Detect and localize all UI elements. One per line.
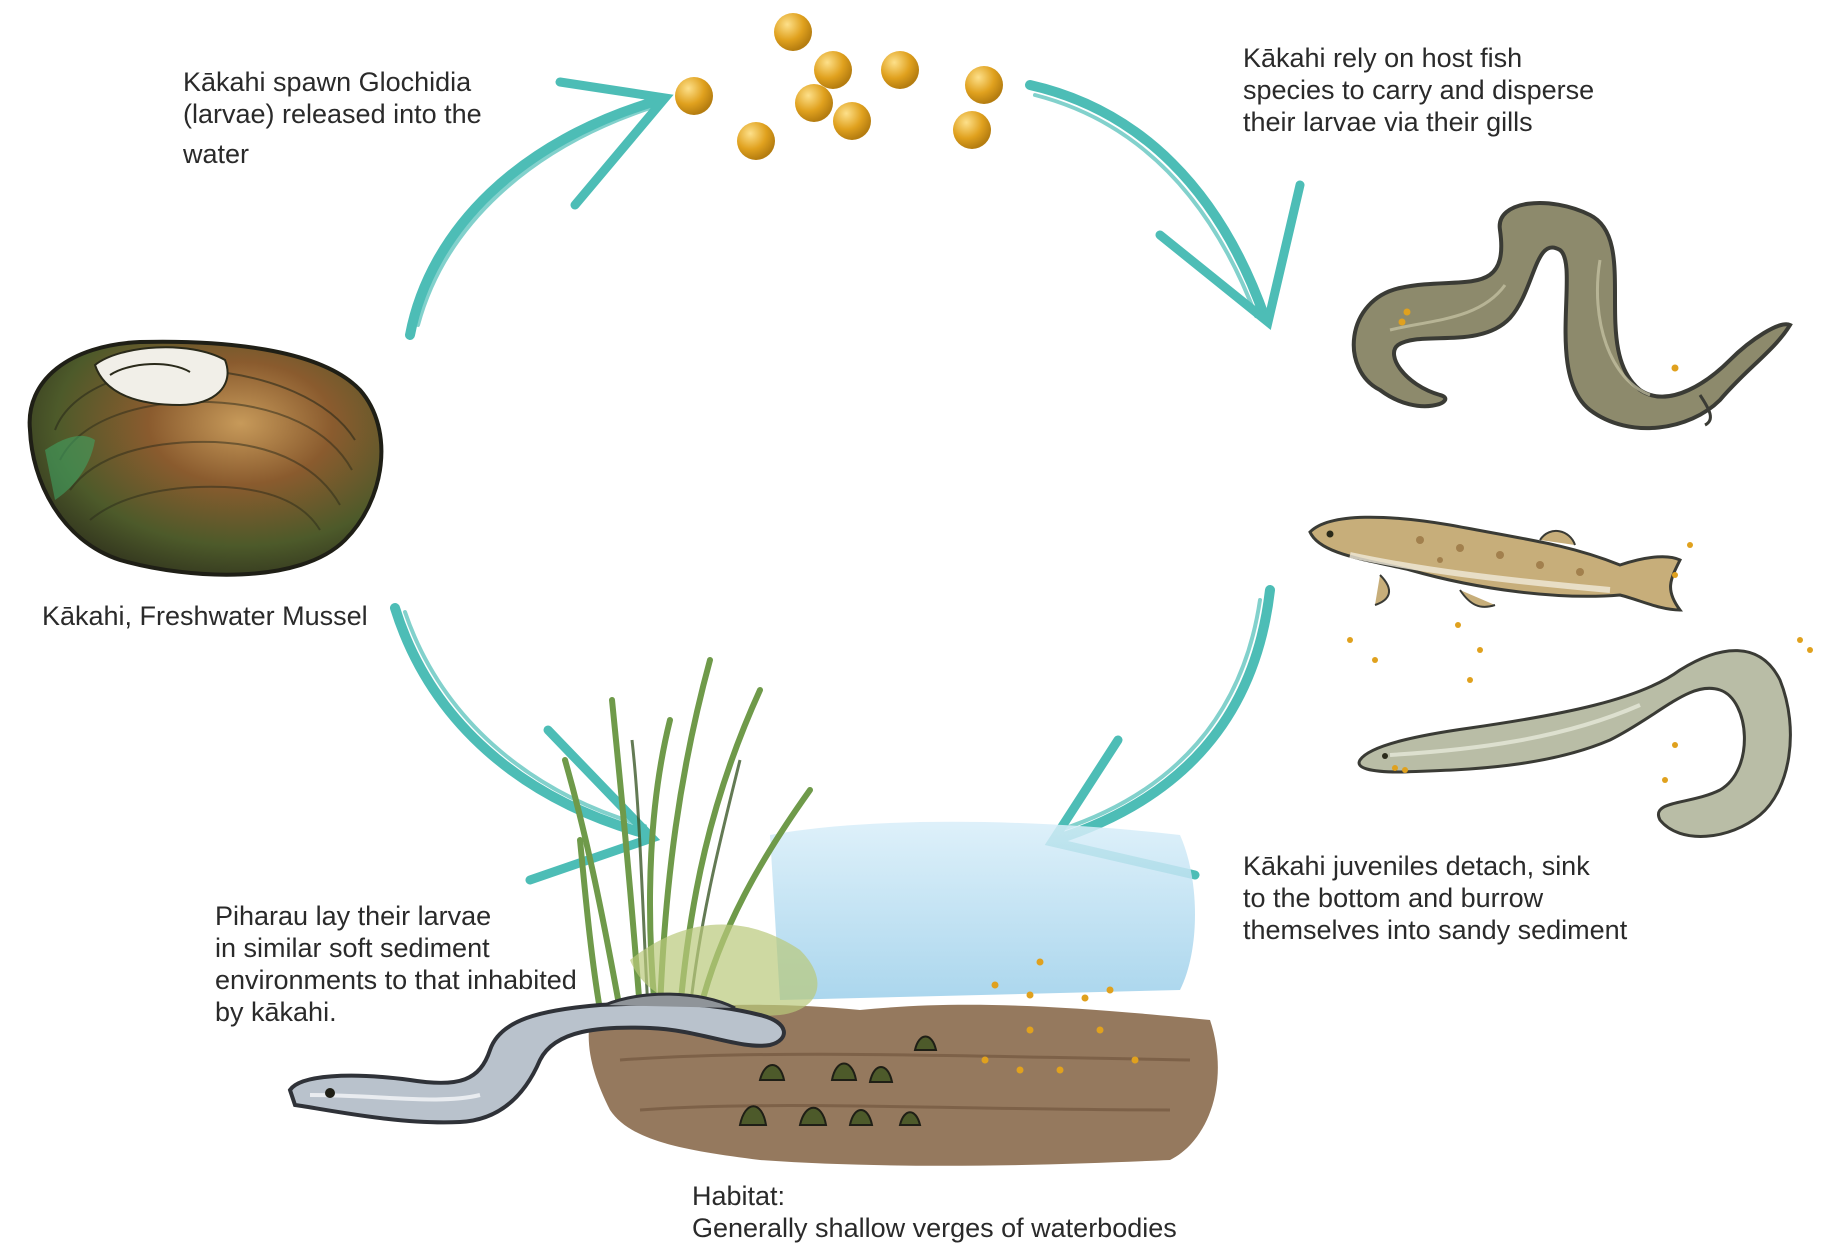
larva-dot <box>881 51 919 89</box>
larva-dot <box>774 13 812 51</box>
habitat-label-line: Generally shallow verges of waterbodies <box>692 1212 1177 1244</box>
piharau-label-line: in similar soft sediment <box>215 932 577 964</box>
mussel-illustration <box>30 342 382 575</box>
piharau-label-line: Piharau lay their larvae <box>215 900 577 932</box>
larva-dot <box>675 77 713 115</box>
juveniles-label-line: Kākahi juveniles detach, sink <box>1243 850 1627 882</box>
host-fish-label-line: Kākahi rely on host fish <box>1243 42 1594 74</box>
larva-dot <box>953 111 991 149</box>
spawn-label-line: (larvae) released into the <box>183 98 482 130</box>
eel-illustration <box>1354 203 1790 428</box>
juveniles-label-line: themselves into sandy sediment <box>1243 914 1627 946</box>
habitat-illustration <box>565 660 1218 1166</box>
larvae-cluster <box>675 13 1003 160</box>
larva-dot <box>833 102 871 140</box>
host-fish-label-line: species to carry and disperse <box>1243 74 1594 106</box>
piharau-label-line: environments to that inhabited <box>215 964 577 996</box>
mussel-label-line: Kākahi, Freshwater Mussel <box>42 600 368 632</box>
piharau-label: Piharau lay their larvae in similar soft… <box>215 900 577 1028</box>
larva-dot <box>795 84 833 122</box>
piharau-label-line: by kākahi. <box>215 996 577 1028</box>
host-fish-label-line: their larvae via their gills <box>1243 106 1594 138</box>
spawn-label-line: water <box>183 138 482 170</box>
habitat-label-line: Habitat: <box>692 1180 1177 1212</box>
larva-dot <box>737 122 775 160</box>
spawn-label: Kākahi spawn Glochidia (larvae) released… <box>183 66 482 170</box>
host-fish-label: Kākahi rely on host fish species to carr… <box>1243 42 1594 138</box>
spawn-label-line: Kākahi spawn Glochidia <box>183 66 482 98</box>
cycle-arrows <box>395 82 1300 880</box>
habitat-label: Habitat: Generally shallow verges of wat… <box>692 1180 1177 1244</box>
mussel-label: Kākahi, Freshwater Mussel <box>42 600 368 632</box>
juveniles-label-line: to the bottom and burrow <box>1243 882 1627 914</box>
juveniles-label: Kākahi juveniles detach, sink to the bot… <box>1243 850 1627 946</box>
larva-dot <box>965 66 1003 104</box>
larva-dot <box>814 51 852 89</box>
lamprey-illustration <box>1359 651 1790 837</box>
